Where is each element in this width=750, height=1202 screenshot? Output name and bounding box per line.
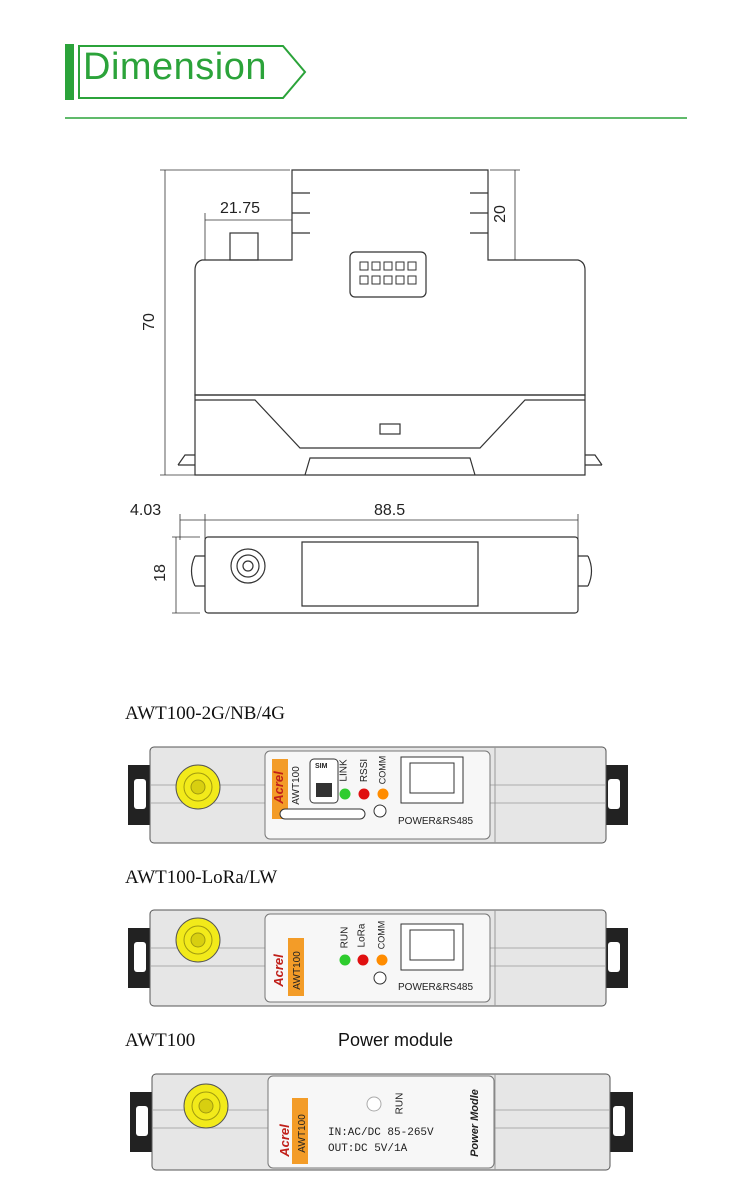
device-power-module <box>130 1073 633 1171</box>
top-window <box>301 541 479 607</box>
led-label-comm-1: COMM <box>377 755 388 785</box>
model-label-3: AWT100 <box>296 1114 308 1153</box>
brand-logo-3: Acrel <box>276 1124 292 1157</box>
power-module-side-label: Power Modle <box>468 1089 481 1157</box>
dim-label-4-03: 4.03 <box>130 502 162 519</box>
front-view-drawing <box>160 169 603 614</box>
port-label-2: POWER&RS485 <box>398 982 474 993</box>
heading-frame-icon <box>65 44 307 100</box>
heading-divider <box>65 117 687 119</box>
front-small-block <box>229 232 259 261</box>
led-label-link: LINK <box>338 759 350 782</box>
led-label-run: RUN <box>339 926 351 949</box>
dim-label-20: 20 <box>491 205 509 223</box>
model-label-1: AWT100 <box>290 766 302 805</box>
rj45-port-icon <box>400 923 464 971</box>
rj45-port-icon <box>400 756 464 804</box>
caption-power-module: Power module <box>338 1030 454 1050</box>
led-label-comm-2: COMM <box>376 920 387 950</box>
brand-logo-1: Acrel <box>270 771 286 804</box>
led-label-lora: LoRa <box>356 923 368 948</box>
device-awt100-lora <box>128 909 628 1007</box>
device-awt100-2g <box>128 746 628 844</box>
output-spec: OUT:DC 5V/1A <box>328 1143 408 1155</box>
caption-model-1: AWT100-2G/NB/4G <box>125 703 285 724</box>
dim-label-70: 70 <box>140 313 158 331</box>
caption-model-3: AWT100 <box>125 1030 196 1051</box>
model-label-2: AWT100 <box>291 951 303 990</box>
dim-label-21-75: 21.75 <box>220 200 261 217</box>
dim-label-18: 18 <box>151 564 169 582</box>
caption-model-2: AWT100-LoRa/LW <box>125 867 278 888</box>
sim-label-1: SIM <box>315 763 328 770</box>
brand-logo-2: Acrel <box>270 954 286 987</box>
dim-label-88-5: 88.5 <box>374 502 406 519</box>
heading-title: Dimension <box>83 46 268 88</box>
input-spec: IN:AC/DC 85-265V <box>328 1127 434 1139</box>
front-lower-contour <box>195 399 585 449</box>
top-view-body <box>204 536 579 614</box>
front-connector <box>349 251 427 298</box>
section-heading: Dimension <box>65 42 315 102</box>
front-lower-body <box>194 394 586 476</box>
port-label-1: POWER&RS485 <box>398 816 474 827</box>
run-label: RUN <box>394 1092 406 1115</box>
top-antenna-outer <box>230 548 266 584</box>
led-label-rssi: RSSI <box>359 758 371 783</box>
